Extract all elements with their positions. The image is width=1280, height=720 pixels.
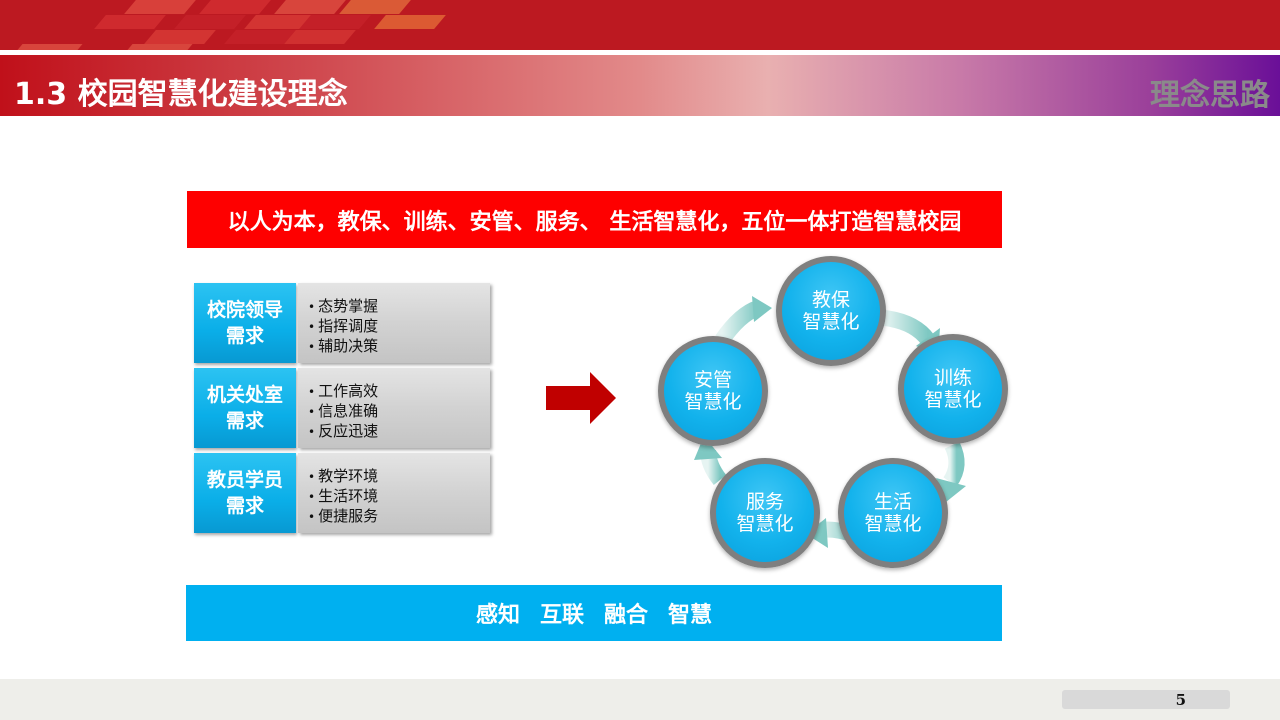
need-label-line: 校院领导	[206, 299, 283, 321]
page-number-badge: 5	[1062, 690, 1230, 709]
cycle-node-living: 生活 智慧化	[838, 458, 948, 568]
cycle-node-teaching: 教保 智慧化	[776, 256, 886, 366]
keywords-banner: 感知 互联 融合 智慧	[186, 585, 1002, 641]
theme-banner-text: 以人为本，教保、训练、安管、服务、 生活智慧化，五位一体打造智慧校园	[227, 209, 962, 235]
keyword: 互联	[539, 603, 584, 628]
header-decoration-band	[0, 0, 1280, 50]
cycle-diagram: 教保 智慧化 训练 智慧化 生活 智慧化 服务 智慧化 安管 智慧化	[640, 250, 1020, 580]
need-items: 教学环境 生活环境 便捷服务	[298, 453, 490, 533]
page-title: 1.3 校园智慧化建设理念	[14, 77, 348, 112]
need-item: 教学环境	[308, 467, 490, 487]
need-item: 便捷服务	[308, 507, 490, 527]
node-label: 智慧化	[864, 513, 922, 535]
node-label: 训练	[933, 367, 972, 389]
cycle-arrow-icon	[883, 310, 935, 346]
node-label: 安管	[693, 369, 732, 391]
keyword: 融合	[604, 603, 649, 628]
need-item: 指挥调度	[308, 317, 490, 337]
cycle-node-training: 训练 智慧化	[898, 334, 1008, 444]
keyword: 感知	[475, 603, 520, 628]
need-label-line: 需求	[225, 325, 264, 347]
title-bar: 1.3 校园智慧化建设理念 理念思路	[0, 55, 1280, 116]
need-label: 机关处室 需求	[194, 368, 296, 448]
node-label: 生活	[873, 491, 912, 513]
need-items: 工作高效 信息准确 反应迅速	[298, 368, 490, 448]
cycle-node-service: 服务 智慧化	[710, 458, 820, 568]
page-number: 5	[1175, 690, 1186, 709]
need-label-line: 需求	[225, 495, 264, 517]
cycle-node-security: 安管 智慧化	[658, 336, 768, 446]
need-label-line: 教员学员	[206, 469, 283, 491]
node-label: 教保	[811, 289, 850, 311]
need-row-departments: 机关处室 需求 工作高效 信息准确 反应迅速	[194, 368, 490, 448]
need-item: 态势掌握	[308, 297, 490, 317]
cycle-arrow-icon	[715, 300, 761, 345]
header-separator	[0, 50, 1280, 55]
need-row-teachers-students: 教员学员 需求 教学环境 生活环境 便捷服务	[194, 453, 490, 533]
need-item: 辅助决策	[308, 337, 490, 357]
keyword: 智慧	[668, 603, 713, 628]
section-label: 理念思路	[1150, 78, 1270, 113]
need-item: 信息准确	[308, 402, 490, 422]
node-label: 智慧化	[684, 391, 742, 413]
need-item: 反应迅速	[308, 422, 490, 442]
need-item: 生活环境	[308, 487, 490, 507]
need-row-leadership: 校院领导 需求 态势掌握 指挥调度 辅助决策	[194, 283, 490, 363]
node-label: 智慧化	[924, 389, 982, 411]
node-label: 智慧化	[802, 311, 860, 333]
need-label: 教员学员 需求	[194, 453, 296, 533]
node-label: 智慧化	[736, 513, 794, 535]
right-arrow-icon	[546, 372, 616, 424]
need-label: 校院领导 需求	[194, 283, 296, 363]
need-items: 态势掌握 指挥调度 辅助决策	[298, 283, 490, 363]
need-label-line: 需求	[225, 410, 264, 432]
cycle-arrow-icon	[943, 441, 965, 487]
need-label-line: 机关处室	[206, 384, 283, 406]
theme-banner: 以人为本，教保、训练、安管、服务、 生活智慧化，五位一体打造智慧校园	[187, 191, 1002, 248]
need-item: 工作高效	[308, 382, 490, 402]
node-label: 服务	[745, 491, 784, 513]
